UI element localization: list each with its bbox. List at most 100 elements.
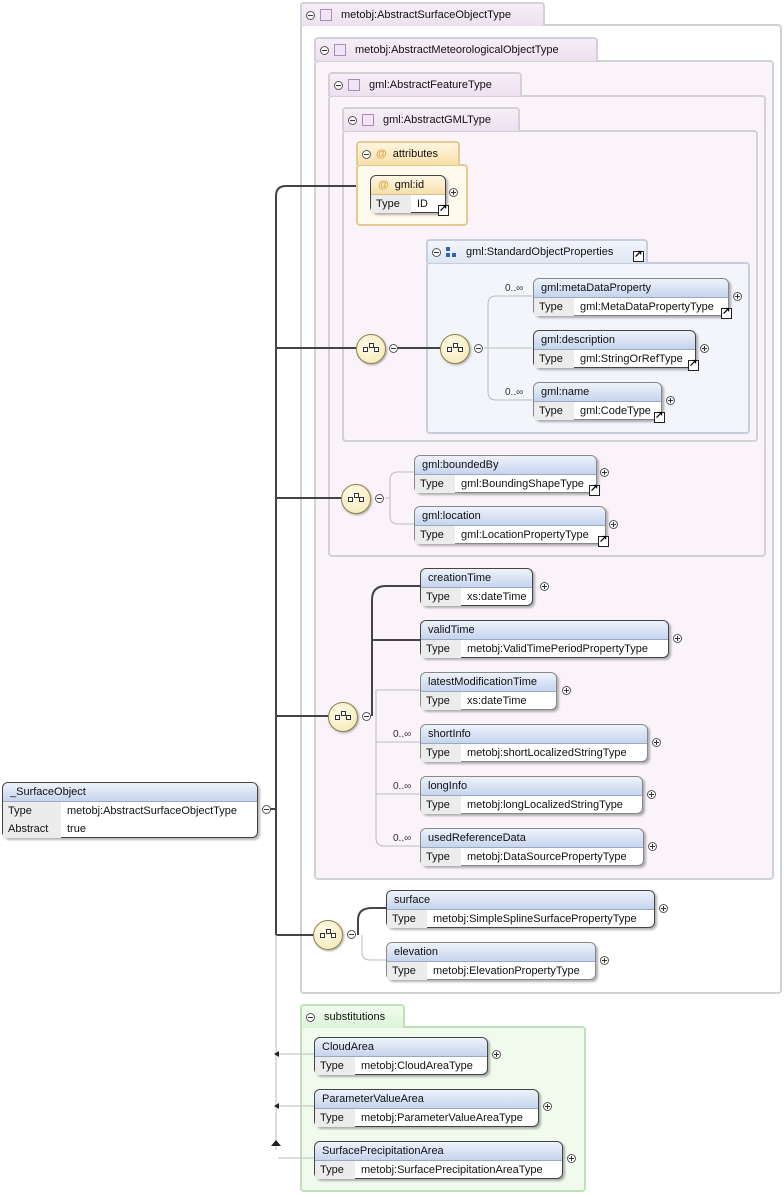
type-value: xs:dateTime xyxy=(467,591,527,603)
expand-icon[interactable] xyxy=(666,396,675,405)
type-value: metobj:ParameterValueAreaType xyxy=(361,1112,523,1124)
sequence-compositor[interactable] xyxy=(328,702,358,732)
collapse-icon[interactable] xyxy=(306,1012,315,1022)
link-icon[interactable] xyxy=(598,534,609,547)
attributes-label: attributes xyxy=(392,148,438,160)
link-icon[interactable] xyxy=(654,410,665,423)
type-value: gml:BoundingShapeType xyxy=(461,478,584,490)
element-short-info[interactable]: shortInfo Type metobj:shortLocalizedStrin… xyxy=(420,724,648,762)
sequence-compositor[interactable] xyxy=(313,920,343,950)
type-value: ID xyxy=(417,198,428,210)
substitutions-tab[interactable]: substitutions xyxy=(300,1004,405,1028)
type-tab-abstract-feature[interactable]: gml:AbstractFeatureType xyxy=(328,72,522,96)
link-icon[interactable] xyxy=(633,249,644,262)
expand-icon[interactable] xyxy=(567,1154,576,1163)
element-name: ParameterValueArea xyxy=(315,1090,538,1109)
type-key: Type xyxy=(315,1161,355,1179)
sequence-compositor[interactable] xyxy=(440,334,470,364)
expand-icon[interactable] xyxy=(540,582,549,591)
attributes-tab[interactable]: @ attributes xyxy=(356,141,460,165)
expand-icon[interactable] xyxy=(652,738,661,747)
type-key: Type xyxy=(415,526,455,544)
element-name: gml:location xyxy=(415,507,605,526)
collapse-icon[interactable] xyxy=(375,494,384,503)
expand-icon[interactable] xyxy=(562,686,571,695)
collapse-icon[interactable] xyxy=(348,115,357,125)
element-name: gml:boundedBy xyxy=(415,456,596,475)
link-icon[interactable] xyxy=(589,483,600,496)
expand-icon[interactable] xyxy=(700,344,709,353)
expand-icon[interactable] xyxy=(648,842,657,851)
collapse-icon[interactable] xyxy=(334,80,343,90)
expand-icon[interactable] xyxy=(647,790,656,799)
collapse-icon[interactable] xyxy=(320,45,329,55)
collapse-icon[interactable] xyxy=(389,344,398,353)
type-key: Type xyxy=(421,640,461,658)
collapse-icon[interactable] xyxy=(432,247,441,257)
type-key: Type xyxy=(421,588,461,606)
element-location[interactable]: gml:location Type gml:LocationPropertyTyp… xyxy=(414,506,609,547)
collapse-icon[interactable] xyxy=(362,712,371,721)
type-key: Type xyxy=(315,1057,355,1075)
type-tab-abstract-gml[interactable]: gml:AbstractGMLType xyxy=(342,107,520,131)
type-value: gml:LocationPropertyType xyxy=(461,529,589,541)
expand-icon[interactable] xyxy=(492,1050,501,1059)
expand-icon[interactable] xyxy=(733,292,742,301)
type-key: Type xyxy=(421,744,461,762)
type-value: metobj:DataSourcePropertyType xyxy=(467,851,627,863)
element-name: shortInfo xyxy=(421,725,647,744)
element-name: surface xyxy=(387,891,654,910)
type-tab-abstract-meteorological-object[interactable]: metobj:AbstractMeteorologicalObjectType xyxy=(314,37,598,61)
group-tab-standard-object-properties[interactable]: gml:StandardObjectProperties xyxy=(426,239,648,263)
type-key: Type xyxy=(421,796,461,814)
collapse-icon[interactable] xyxy=(362,149,371,159)
collapse-icon[interactable] xyxy=(262,805,271,814)
occurrence-label: 0..∞ xyxy=(505,283,524,294)
collapse-icon[interactable] xyxy=(474,344,483,353)
expand-icon[interactable] xyxy=(659,904,668,913)
expand-icon[interactable] xyxy=(609,520,618,529)
substitutions-label: substitutions xyxy=(324,1011,386,1023)
type-key: Type xyxy=(387,962,427,980)
collapse-icon[interactable] xyxy=(306,10,315,20)
complex-type-icon xyxy=(334,44,346,56)
collapse-icon[interactable] xyxy=(347,930,356,939)
type-value: metobj:shortLocalizedStringType xyxy=(467,747,627,759)
element-name: CloudArea xyxy=(315,1038,487,1057)
expand-icon[interactable] xyxy=(600,468,609,477)
link-icon[interactable] xyxy=(688,358,699,371)
expand-icon[interactable] xyxy=(600,956,609,965)
root-element-name: _SurfaceObject xyxy=(3,783,257,802)
type-key: Type xyxy=(534,402,574,420)
expand-icon[interactable] xyxy=(673,634,682,643)
link-icon[interactable] xyxy=(438,203,449,216)
type-value: gml:CodeType xyxy=(580,405,651,417)
sequence-compositor[interactable] xyxy=(341,484,371,514)
expand-icon[interactable] xyxy=(543,1102,552,1111)
group-name: gml:StandardObjectProperties xyxy=(466,246,614,258)
type-tab-abstract-surface-object[interactable]: metobj:AbstractSurfaceObjectType xyxy=(300,2,545,26)
type-name: metobj:AbstractMeteorologicalObjectType xyxy=(355,44,559,56)
type-value: metobj:AbstractSurfaceObjectType xyxy=(67,805,237,817)
sequence-compositor[interactable] xyxy=(356,334,386,364)
link-icon[interactable] xyxy=(721,306,732,319)
expand-icon[interactable] xyxy=(449,188,458,197)
type-key: Type xyxy=(534,298,574,316)
